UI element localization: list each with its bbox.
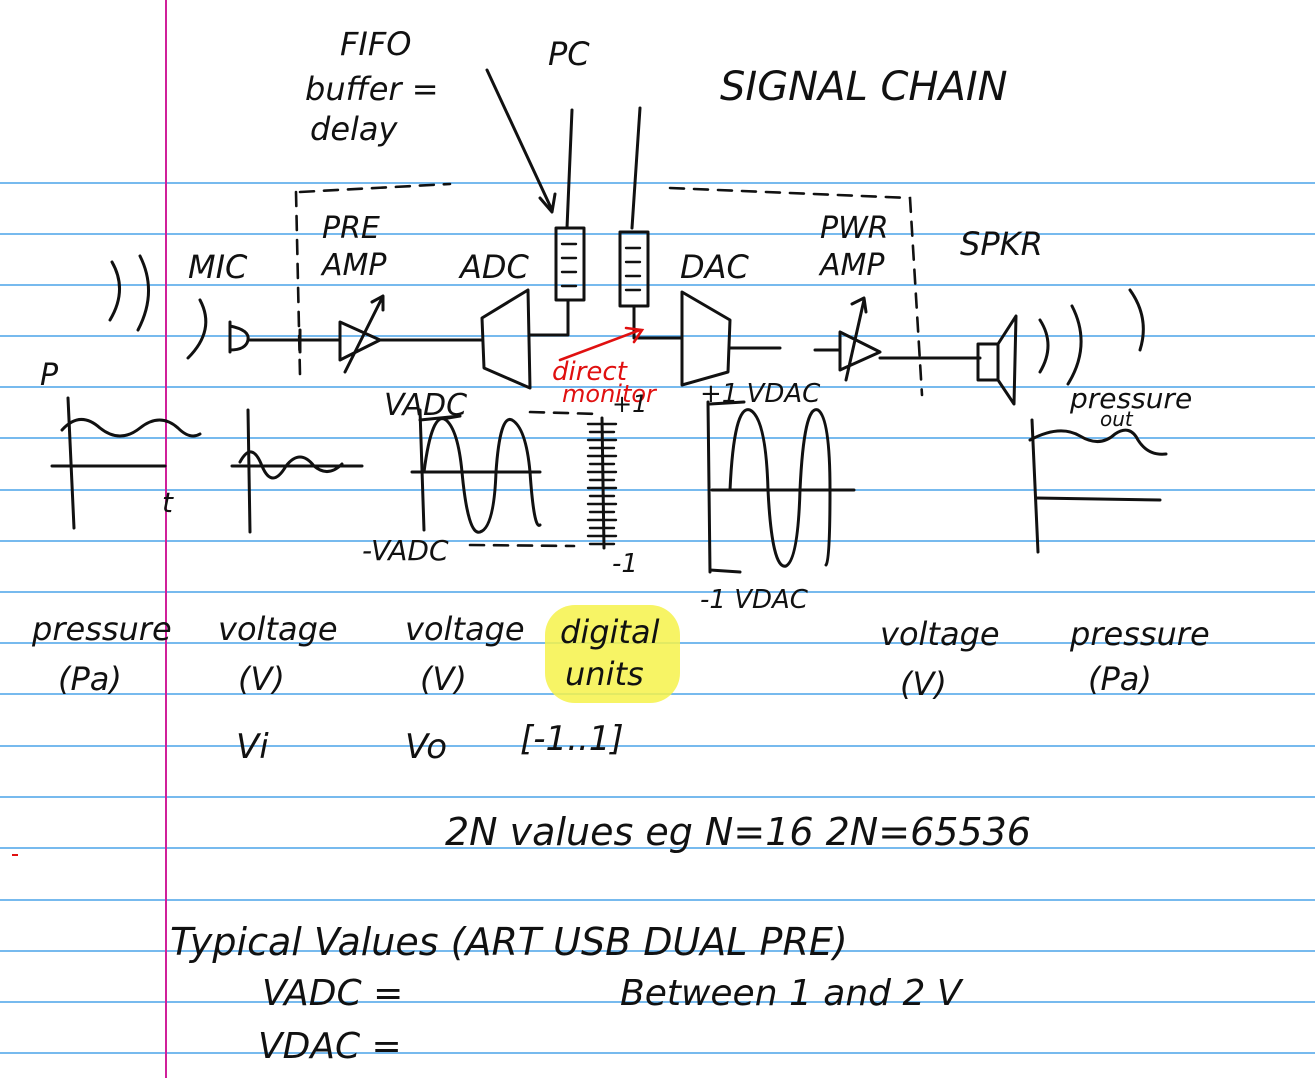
adc-icon — [482, 290, 530, 388]
vadc-note-label: VADC = — [262, 973, 403, 1014]
preamp-label-2: AMP — [320, 248, 387, 283]
pc-line-right — [632, 108, 640, 228]
unit-voltage-in: voltage — [218, 610, 338, 648]
unit-voltage-adc-v: (V) — [420, 660, 467, 698]
v-adc-bottom-label: -VADC — [362, 534, 449, 567]
vi-label: Vi — [236, 727, 269, 767]
pc-line-left — [567, 110, 572, 228]
vdac-note-label: VDAC = — [258, 1026, 402, 1067]
unit-pressure-out-pa: (Pa) — [1088, 660, 1152, 698]
unit-pressure-in-pa: (Pa) — [58, 660, 122, 698]
voltage-in-plot — [232, 410, 362, 532]
unit-digital: digital — [560, 613, 660, 651]
typical-values-heading: Typical Values (ART USB DUAL PRE) — [170, 920, 848, 964]
pwr-amp-label-2: AMP — [818, 248, 885, 283]
digital-units-plot: +1 -1 — [588, 390, 647, 579]
sound-wave-out-2 — [1068, 306, 1081, 384]
unit-voltage-out-v: (V) — [900, 665, 947, 703]
dac-icon — [682, 292, 730, 385]
fifo-buffer-out-icon — [620, 232, 648, 306]
unit-voltage-in-v: (V) — [238, 660, 285, 698]
direct-monitor-arrow — [560, 330, 640, 360]
preamp-icon — [340, 296, 383, 372]
interface-box-top-left — [300, 184, 450, 192]
adc-label: ADC — [458, 248, 530, 286]
vo-label: Vo — [405, 727, 447, 767]
sound-wave-in-2 — [138, 256, 149, 330]
adc-range-bottom-dash — [470, 545, 574, 546]
sound-wave-out-3 — [1130, 290, 1143, 350]
unit-pressure-out: pressure — [1069, 615, 1210, 653]
pwr-amp-label-1: PWR — [820, 211, 889, 246]
unit-pressure-in: pressure — [31, 610, 172, 648]
unit-voltage-out: voltage — [880, 615, 1000, 653]
dac-label: DAC — [680, 248, 750, 286]
pressure-out-label-2: out — [1100, 407, 1134, 431]
minus-one-label: -1 — [612, 549, 638, 579]
v-dac-bottom-label: -1 VDAC — [700, 585, 809, 615]
unit-voltage-adc: voltage — [405, 610, 525, 648]
pc-label: PC — [548, 35, 590, 73]
vadc-note-value: Between 1 and 2 V — [620, 973, 964, 1014]
dac-voltage-plot: +1 VDAC -1 VDAC — [700, 379, 854, 615]
fifo-label-3: delay — [310, 110, 399, 148]
fifo-label-2: buffer = — [305, 70, 439, 108]
spkr-label: SPKR — [960, 225, 1043, 263]
fifo-label-1: FIFO — [340, 25, 411, 63]
sound-wave-out-1 — [1040, 320, 1048, 372]
pwr-amp-icon — [840, 298, 880, 380]
pressure-out-plot: pressure out — [1030, 382, 1192, 552]
mic-label: MIC — [188, 248, 248, 286]
speaker-icon — [978, 316, 1016, 404]
unit-digital-units: units — [565, 655, 644, 693]
page-title: SIGNAL CHAIN — [720, 64, 1008, 110]
adc-range-top-dash — [530, 412, 600, 414]
fifo-buffer-in-icon — [556, 228, 584, 300]
values-note: 2N values eg N=16 2N=65536 — [445, 810, 1031, 854]
sound-wave-in-3 — [188, 300, 206, 358]
units-row: pressure (Pa) voltage (V) Vi voltage (V)… — [31, 605, 1210, 767]
microphone-icon — [230, 322, 248, 352]
sound-wave-in-1 — [110, 262, 120, 320]
t-axis-label: t — [162, 486, 174, 519]
plus-one-label: +1 — [612, 390, 647, 418]
pressure-in-plot: P t — [40, 358, 200, 528]
fifo-arrow — [487, 70, 552, 210]
digital-range-label: [-1..1] — [520, 719, 624, 759]
adc-voltage-plot: VADC -VADC — [362, 388, 600, 567]
signal-line-adc-buffer — [530, 300, 568, 335]
preamp-label-1: PRE — [322, 211, 380, 246]
p-axis-label: P — [40, 358, 59, 393]
